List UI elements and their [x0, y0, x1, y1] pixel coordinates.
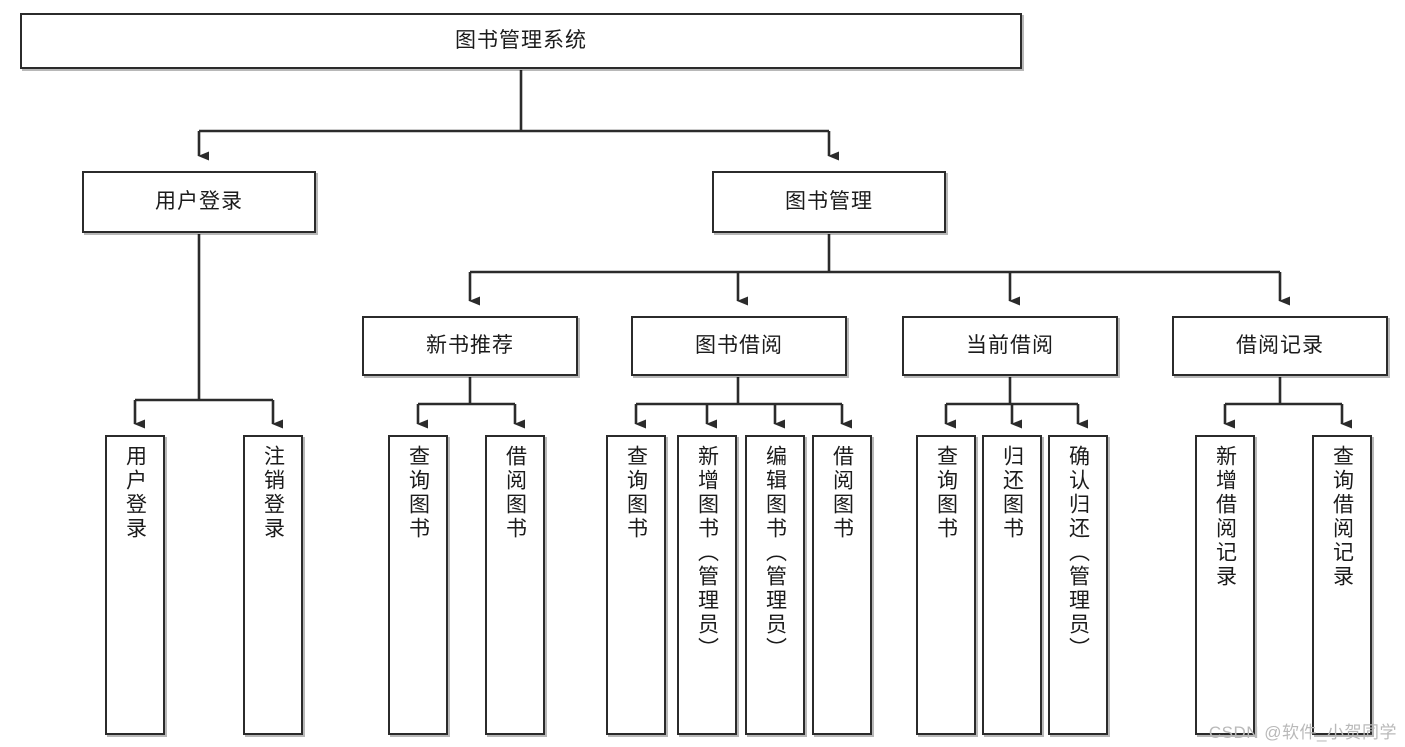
node-leaf-borrow-book-1-label: 借阅图书 [503, 445, 527, 541]
node-leaf-query-book-3[interactable]: 查询图书 [916, 435, 976, 735]
node-leaf-query-book-2-label: 查询图书 [624, 445, 648, 541]
node-leaf-query-book-3-label: 查询图书 [934, 445, 958, 541]
node-borrow-record[interactable]: 借阅记录 [1172, 316, 1388, 376]
node-leaf-edit-book[interactable]: 编辑图书（管理员） [745, 435, 805, 735]
node-leaf-edit-book-label: 编辑图书（管理员） [763, 445, 787, 661]
node-leaf-add-book-label: 新增图书（管理员） [695, 445, 719, 661]
node-leaf-confirm-return[interactable]: 确认归还（管理员） [1048, 435, 1108, 735]
node-leaf-borrow-book-2[interactable]: 借阅图书 [812, 435, 872, 735]
node-user-login-label: 用户登录 [155, 189, 243, 213]
node-new-book-rec-label: 新书推荐 [426, 333, 514, 357]
node-book-manage-label: 图书管理 [785, 189, 873, 213]
node-leaf-return-book[interactable]: 归还图书 [982, 435, 1042, 735]
node-leaf-add-record-label: 新增借阅记录 [1213, 445, 1237, 589]
node-book-borrow-label: 图书借阅 [695, 333, 783, 357]
node-leaf-user-login-label: 用户登录 [123, 445, 147, 541]
node-book-borrow[interactable]: 图书借阅 [631, 316, 847, 376]
node-leaf-return-book-label: 归还图书 [1000, 445, 1024, 541]
node-leaf-add-book[interactable]: 新增图书（管理员） [677, 435, 737, 735]
node-book-manage[interactable]: 图书管理 [712, 171, 946, 233]
node-leaf-logout-label: 注销登录 [261, 445, 285, 541]
node-leaf-borrow-book-1[interactable]: 借阅图书 [485, 435, 545, 735]
node-leaf-borrow-book-2-label: 借阅图书 [830, 445, 854, 541]
node-user-login[interactable]: 用户登录 [82, 171, 316, 233]
node-root-label: 图书管理系统 [455, 28, 587, 52]
node-current-borrow-label: 当前借阅 [966, 333, 1054, 357]
node-leaf-query-book-2[interactable]: 查询图书 [606, 435, 666, 735]
node-current-borrow[interactable]: 当前借阅 [902, 316, 1118, 376]
node-leaf-query-record[interactable]: 查询借阅记录 [1312, 435, 1372, 735]
node-leaf-query-record-label: 查询借阅记录 [1330, 445, 1354, 589]
node-borrow-record-label: 借阅记录 [1236, 333, 1324, 357]
node-leaf-query-book-1-label: 查询图书 [406, 445, 430, 541]
node-leaf-add-record[interactable]: 新增借阅记录 [1195, 435, 1255, 735]
node-leaf-confirm-return-label: 确认归还（管理员） [1066, 445, 1090, 661]
node-leaf-query-book-1[interactable]: 查询图书 [388, 435, 448, 735]
node-new-book-rec[interactable]: 新书推荐 [362, 316, 578, 376]
node-leaf-logout[interactable]: 注销登录 [243, 435, 303, 735]
node-root[interactable]: 图书管理系统 [20, 13, 1022, 69]
node-leaf-user-login[interactable]: 用户登录 [105, 435, 165, 735]
